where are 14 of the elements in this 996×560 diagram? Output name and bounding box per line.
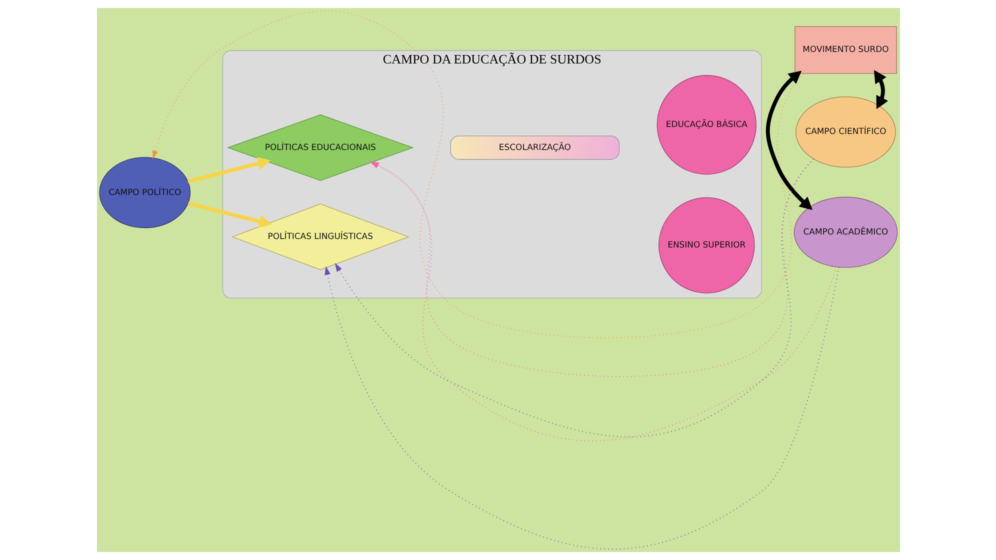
arrow xyxy=(873,70,888,110)
node-ellipse: CAMPO CIENTÍFICO xyxy=(795,96,896,168)
arrow xyxy=(152,10,804,338)
node-box: MOVIMENTO SURDO xyxy=(794,26,896,74)
arrow xyxy=(187,202,272,228)
node-ellipse: CAMPO POLÍTICO xyxy=(98,157,190,228)
node-diamond: POLÍTICAS LINGUÍSTICAS xyxy=(230,204,409,270)
node-circle: ENSINO SUPERIOR xyxy=(658,197,754,294)
arrow xyxy=(186,157,270,184)
node-diamond: POLÍTICAS EDUCACIONAIS xyxy=(226,114,414,181)
arrow xyxy=(324,266,839,550)
node-box: ESCOLARIZAÇÃO xyxy=(450,136,620,160)
node-circle: EDUCAÇÃO BÁSICA xyxy=(656,75,756,175)
arrow xyxy=(765,70,812,210)
